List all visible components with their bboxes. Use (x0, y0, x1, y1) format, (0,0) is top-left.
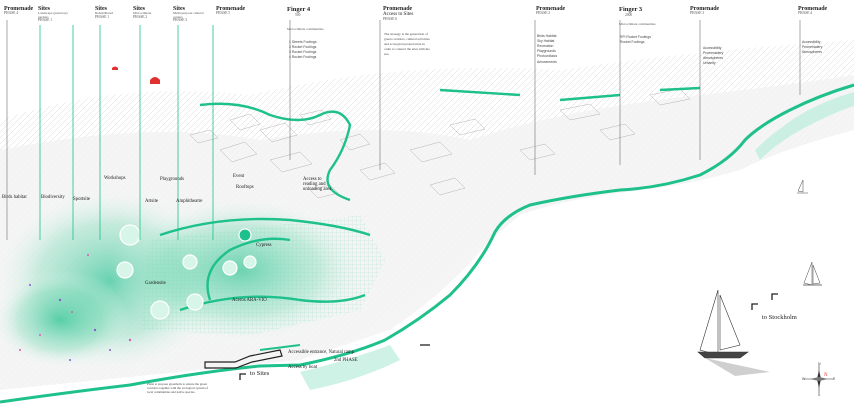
compass-w: W (802, 377, 806, 381)
header-num: 4 (16, 11, 19, 16)
promenade-coastline (0, 83, 854, 404)
leader-lines (6, 20, 801, 240)
north-marker: N (824, 373, 828, 378)
label-playgrounds: Playgrounds (160, 177, 184, 182)
red-marker (150, 77, 160, 84)
compass-s: S (818, 393, 821, 396)
label-workshops: Workshops (104, 176, 126, 181)
label-birds-habitat: Birds habitat (2, 195, 27, 200)
label-artsite: Artsite (145, 199, 159, 204)
pier-edge (259, 344, 301, 351)
header-sites-3: Sites Microclimate PHASE 2 (133, 6, 152, 19)
header-promenade-4: Promenade PHASE 3 (690, 6, 720, 16)
header-title: Sites (38, 6, 50, 12)
footnote: Plans to propose greenbelts to ensure th… (147, 382, 208, 395)
direction-arrows (239, 293, 778, 380)
label-phase-2: 2nd PHASE (334, 358, 358, 363)
header-title: Promenade (4, 6, 34, 12)
label-access-by-boat: Access by boat (288, 365, 318, 370)
header-sites-4: Sites Multi-purpose cultural centers PHA… (173, 6, 204, 23)
promenade-access-label: Promenade Access to Sites PHASE 6 (383, 6, 414, 21)
label-aceros: Aceros ARA-VIO (232, 298, 267, 303)
compass-e: E (833, 377, 836, 381)
label-gardensite: Gardensite (145, 281, 166, 286)
red-marker-2 (112, 66, 118, 70)
vegetation-mass-3 (0, 270, 130, 370)
green-routes (159, 86, 701, 312)
compass-n: N (818, 362, 821, 366)
sea (0, 130, 854, 417)
header-promenade-1: Promenade PHASE 4 (4, 6, 33, 16)
finger-4-label: Finger 4 500 Microclimate communities (287, 6, 324, 31)
header-sites-1: Sites Landscape greenways gardens PHASE … (38, 6, 72, 23)
label-event: Event (233, 174, 245, 179)
label-biodiversity: Biodiversity (41, 195, 65, 200)
coast-water-tint (755, 92, 854, 160)
label-rooftops: Rooftops (236, 185, 254, 190)
biodiversity-dots (19, 254, 132, 361)
compass-rose: N S W E N (802, 362, 836, 396)
label-cypress: Cypress (256, 243, 272, 248)
label-entrance: Accessible entrance, Natural ramp (288, 350, 355, 355)
header-phase: PHASE (4, 11, 16, 16)
urban-fabric (189, 88, 691, 199)
pier (204, 349, 283, 369)
promenade-access-note: The strategy is the generation of green … (384, 32, 430, 57)
teal-leader-lines (39, 25, 214, 240)
label-sportsite: Sportsite (73, 197, 91, 202)
sailboat-large (697, 289, 770, 376)
sailboat-small (797, 179, 822, 286)
header-promenade-2: Promenade PHASE 5 (216, 6, 246, 16)
coast-water-tint-2 (300, 345, 400, 390)
label-to-stockholm: to Stockholm (762, 314, 797, 321)
site-circles (116, 224, 257, 320)
header-desc: Landscape greenways gardens (38, 11, 68, 19)
header-sites-2: Sites Rehabilitated PHASE 1 (95, 6, 114, 19)
header-promenade-5: Promenade PHASE 4 (798, 6, 828, 16)
label-to-sites: to Sites (250, 370, 270, 377)
header-promenade-3: Promenade PHASE 2 (536, 6, 566, 16)
label-amphitheatre: Amphitheatre (176, 199, 203, 204)
finger-3-label: Finger 3 2000 Microclimate communities (619, 6, 656, 26)
